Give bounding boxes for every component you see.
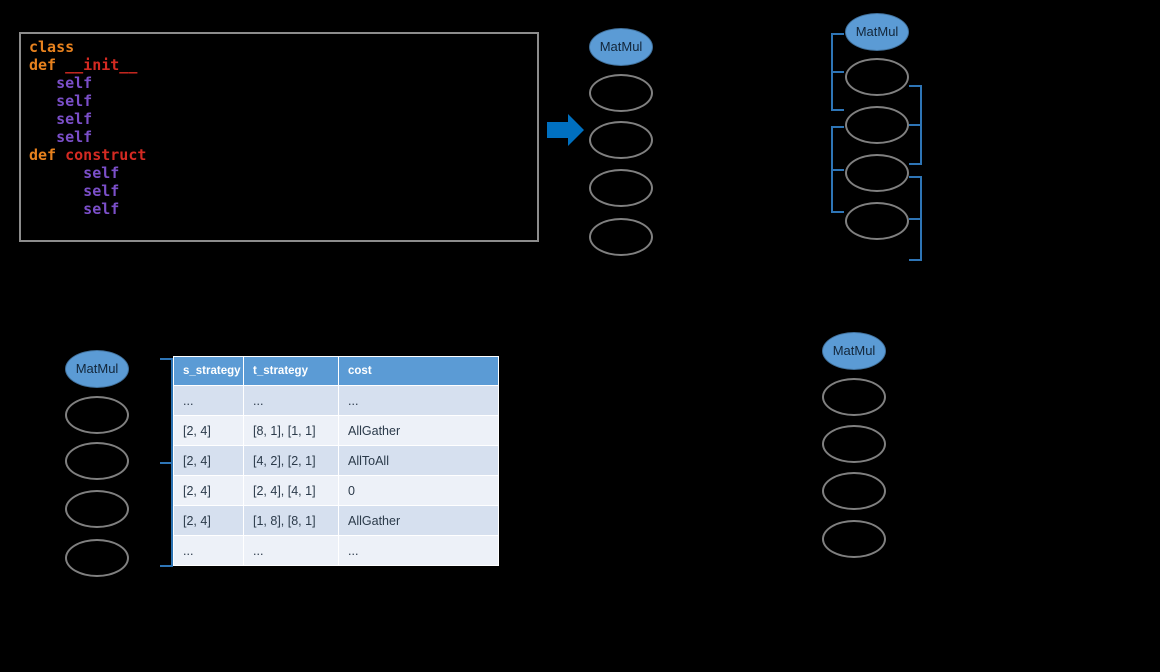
table-cell-t-strategy: [1, 8], [8, 1] bbox=[243, 505, 339, 536]
bracket-cap-bottom bbox=[909, 259, 922, 261]
table-cell-t-strategy: [4, 2], [2, 1] bbox=[243, 445, 339, 476]
bracket-right-upper bbox=[908, 85, 922, 165]
code-token-self: self bbox=[83, 200, 120, 218]
strategy-node-b-4[interactable] bbox=[845, 202, 909, 240]
table-cell-t-strategy: ... bbox=[243, 385, 339, 416]
table-cell-cost: AllGather bbox=[338, 505, 499, 536]
table-cell-t-strategy: [2, 4], [4, 1] bbox=[243, 475, 339, 506]
bracket-tick bbox=[831, 71, 844, 73]
column-header-s-strategy[interactable]: s_strategy bbox=[173, 356, 244, 386]
bracket-tick bbox=[160, 461, 173, 464]
bracket-cap-top bbox=[909, 176, 922, 178]
code-token-keyword: class bbox=[29, 38, 75, 56]
table-row[interactable]: [2, 4][1, 8], [8, 1]AllGather bbox=[173, 505, 499, 536]
table-row[interactable]: ......... bbox=[173, 535, 499, 566]
transform-arrow bbox=[547, 113, 585, 147]
bracket-cap-top bbox=[909, 85, 922, 87]
table-cell-cost: ... bbox=[338, 385, 499, 416]
table-cell-s-strategy: ... bbox=[173, 535, 244, 566]
bracket-cap-bottom bbox=[909, 163, 922, 165]
code-token-self: self bbox=[56, 92, 93, 110]
table-cell-s-strategy: [2, 4] bbox=[173, 505, 244, 536]
code-line: self bbox=[29, 182, 146, 200]
bracket-tick bbox=[831, 168, 844, 171]
table-cell-t-strategy: ... bbox=[243, 535, 339, 566]
strategy-node-a-1[interactable] bbox=[589, 74, 653, 112]
strategy-cost-table[interactable]: s_strategy t_strategy cost .........[2, … bbox=[173, 356, 499, 566]
code-token-self: self bbox=[83, 182, 120, 200]
table-cell-cost: 0 bbox=[338, 475, 499, 506]
table-row[interactable]: [2, 4][2, 4], [4, 1]0 bbox=[173, 475, 499, 506]
bracket-tick bbox=[909, 124, 922, 126]
table-cell-s-strategy: [2, 4] bbox=[173, 475, 244, 506]
matmul-node-a[interactable]: MatMul bbox=[589, 28, 653, 66]
code-line: self bbox=[29, 110, 146, 128]
code-line: def construct bbox=[29, 146, 146, 164]
code-token-keyword: def bbox=[29, 56, 57, 74]
strategy-node-d-2[interactable] bbox=[822, 425, 886, 463]
bracket-cap-top bbox=[831, 126, 844, 128]
column-header-t-strategy[interactable]: t_strategy bbox=[243, 356, 339, 386]
table-cell-s-strategy: [2, 4] bbox=[173, 415, 244, 446]
strategy-node-c-2[interactable] bbox=[65, 442, 129, 480]
code-token-self: self bbox=[56, 128, 93, 146]
code-line: class bbox=[29, 38, 146, 56]
table-row[interactable]: ......... bbox=[173, 385, 499, 416]
code-line: self bbox=[29, 74, 146, 92]
bracket-table-link bbox=[159, 358, 173, 567]
table-header-row: s_strategy t_strategy cost bbox=[173, 356, 499, 386]
strategy-node-a-4[interactable] bbox=[589, 218, 653, 256]
table-cell-s-strategy: ... bbox=[173, 385, 244, 416]
table-cell-cost: ... bbox=[338, 535, 499, 566]
table-cell-cost: AllToAll bbox=[338, 445, 499, 476]
code-token-plain bbox=[56, 56, 65, 74]
table-cell-s-strategy: [2, 4] bbox=[173, 445, 244, 476]
table-row[interactable]: [2, 4][8, 1], [1, 1]AllGather bbox=[173, 415, 499, 446]
code-token-keyword: def bbox=[29, 146, 57, 164]
table-row[interactable]: [2, 4][4, 2], [2, 1]AllToAll bbox=[173, 445, 499, 476]
arrow-right-icon bbox=[547, 114, 584, 146]
strategy-node-b-1[interactable] bbox=[845, 58, 909, 96]
code-token-function: construct bbox=[65, 146, 147, 164]
bracket-left-upper bbox=[831, 33, 845, 111]
strategy-node-c-1[interactable] bbox=[65, 396, 129, 434]
strategy-node-c-4[interactable] bbox=[65, 539, 129, 577]
strategy-node-a-3[interactable] bbox=[589, 169, 653, 207]
code-token-plain bbox=[56, 146, 65, 164]
strategy-node-d-1[interactable] bbox=[822, 378, 886, 416]
strategy-node-d-3[interactable] bbox=[822, 472, 886, 510]
code-line: self bbox=[29, 164, 146, 182]
code-line: self bbox=[29, 200, 146, 218]
bracket-cap-bottom bbox=[831, 109, 844, 111]
code-token-self: self bbox=[56, 110, 93, 128]
strategy-node-b-3[interactable] bbox=[845, 154, 909, 192]
bracket-cap-top bbox=[160, 358, 173, 360]
strategy-node-b-2[interactable] bbox=[845, 106, 909, 144]
bracket-cap-bottom bbox=[831, 211, 844, 213]
code-token-function: __init__ bbox=[65, 56, 138, 74]
strategy-node-a-2[interactable] bbox=[589, 121, 653, 159]
table-cell-cost: AllGather bbox=[338, 415, 499, 446]
code-line: def __init__ bbox=[29, 56, 146, 74]
code-token-self: self bbox=[56, 74, 93, 92]
bracket-right-lower bbox=[908, 176, 922, 261]
bracket-cap-bottom bbox=[160, 565, 173, 567]
strategy-node-d-4[interactable] bbox=[822, 520, 886, 558]
code-token-self: self bbox=[83, 164, 120, 182]
code-line: self bbox=[29, 128, 146, 146]
strategy-node-c-3[interactable] bbox=[65, 490, 129, 528]
bracket-cap-top bbox=[831, 33, 844, 35]
bracket-left-lower bbox=[831, 126, 845, 213]
matmul-node-b[interactable]: MatMul bbox=[845, 13, 909, 51]
table-cell-t-strategy: [8, 1], [1, 1] bbox=[243, 415, 339, 446]
matmul-node-d[interactable]: MatMul bbox=[822, 332, 886, 370]
matmul-node-c[interactable]: MatMul bbox=[65, 350, 129, 388]
column-header-cost[interactable]: cost bbox=[338, 356, 499, 386]
code-line: self bbox=[29, 92, 146, 110]
bracket-tick bbox=[909, 217, 922, 220]
